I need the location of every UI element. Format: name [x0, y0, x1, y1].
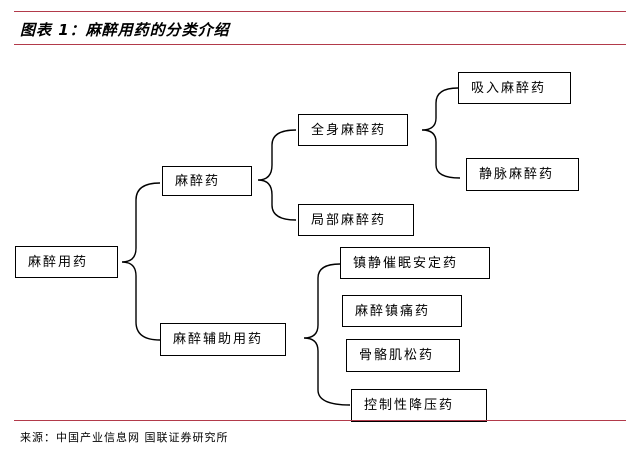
title-underline: [14, 44, 626, 45]
node-general-label: 全身麻醉药: [311, 122, 387, 138]
source-note: 来源：中国产业信息网 国联证券研究所: [20, 431, 229, 444]
node-analgesic-label: 麻醉镇痛药: [355, 303, 431, 319]
node-relaxant-label: 骨骼肌松药: [359, 348, 435, 363]
node-adjunct-label: 麻醉辅助用药: [173, 332, 264, 347]
brace-adjunct: [303, 263, 351, 406]
node-inhaled: 吸入麻醉药: [458, 72, 571, 104]
footer-rule: [14, 420, 626, 421]
node-hypotensive: 控制性降压药: [351, 389, 487, 422]
node-relaxant: 骨骼肌松药: [346, 339, 460, 372]
node-anesthetic-label: 麻醉药: [175, 173, 221, 189]
node-sedative: 镇静催眠安定药: [340, 247, 490, 279]
node-analgesic: 麻醉镇痛药: [342, 295, 462, 327]
node-root: 麻醉用药: [15, 246, 118, 278]
node-root-label: 麻醉用药: [28, 254, 89, 270]
figure-title: 图表 1：麻醉用药的分类介绍: [20, 21, 230, 39]
brace-general: [421, 87, 461, 179]
node-local-label: 局部麻醉药: [311, 212, 387, 228]
node-hypotensive-label: 控制性降压药: [364, 398, 455, 413]
node-adjunct: 麻醉辅助用药: [160, 323, 286, 356]
node-general: 全身麻醉药: [298, 114, 408, 146]
header-rule: [14, 11, 626, 12]
node-local: 局部麻醉药: [298, 204, 414, 236]
node-sedative-label: 镇静催眠安定药: [353, 255, 459, 271]
brace-root: [121, 182, 161, 341]
node-inhaled-label: 吸入麻醉药: [471, 80, 547, 96]
node-intravenous: 静脉麻醉药: [466, 158, 579, 191]
node-anesthetic: 麻醉药: [162, 166, 252, 196]
brace-anesthetic: [257, 129, 297, 221]
node-intravenous-label: 静脉麻醉药: [479, 167, 555, 182]
